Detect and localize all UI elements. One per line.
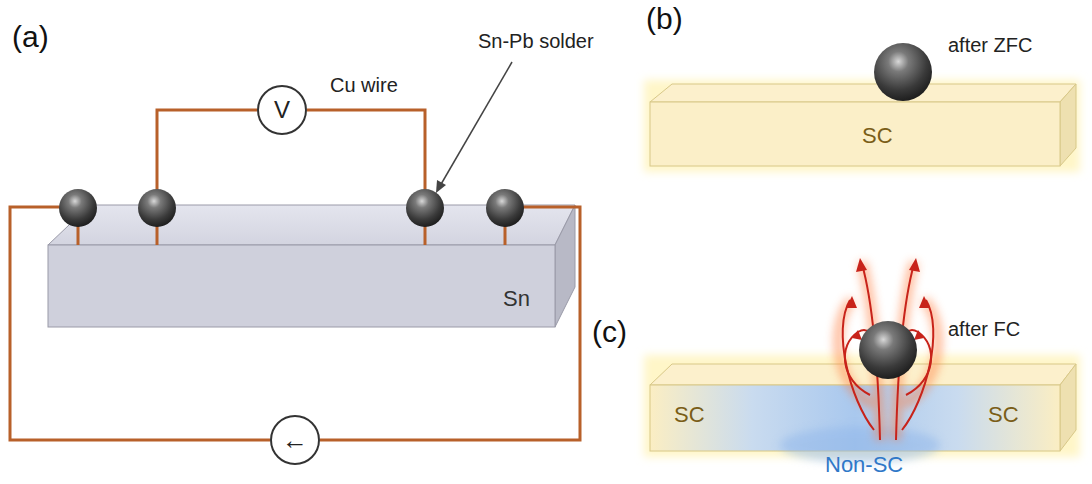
panel-label: (a) [12, 20, 49, 53]
cu-wire [157, 110, 257, 245]
part-label: Sn-Pb solder [478, 30, 594, 52]
solder-ball [138, 189, 176, 227]
state-label: after ZFC [948, 34, 1032, 56]
node-text: Non-SC [825, 453, 903, 477]
solder-ball [486, 189, 524, 227]
cu-wire [307, 110, 425, 245]
cu-wire [10, 207, 270, 440]
sc-bar: SCSCNon-SC [650, 385, 1060, 451]
node-text: SC [674, 403, 705, 427]
cu-wire [320, 207, 580, 440]
sc-bar: SC [650, 102, 1060, 166]
state-label: after FC [948, 318, 1020, 340]
solder-ball [859, 321, 917, 379]
solder-ball [406, 189, 444, 227]
panel-label: (c) [592, 315, 627, 348]
solder-ball [874, 43, 932, 101]
sn-bar: Sn [48, 245, 555, 327]
node-text: V [274, 97, 290, 123]
node-text: Sn [503, 287, 530, 311]
solder-ball [59, 189, 97, 227]
node-text: SC [862, 124, 893, 148]
current-source-symbol: ← [270, 415, 320, 465]
voltmeter-symbol: V [257, 85, 307, 135]
panel-label: (b) [646, 2, 683, 35]
node-text: ← [282, 426, 308, 455]
node-text: SC [988, 403, 1019, 427]
leader-line [436, 62, 512, 193]
wire-label: Cu wire [330, 74, 398, 96]
field-lines [838, 258, 938, 440]
sc-bar-zfc [644, 80, 1080, 172]
